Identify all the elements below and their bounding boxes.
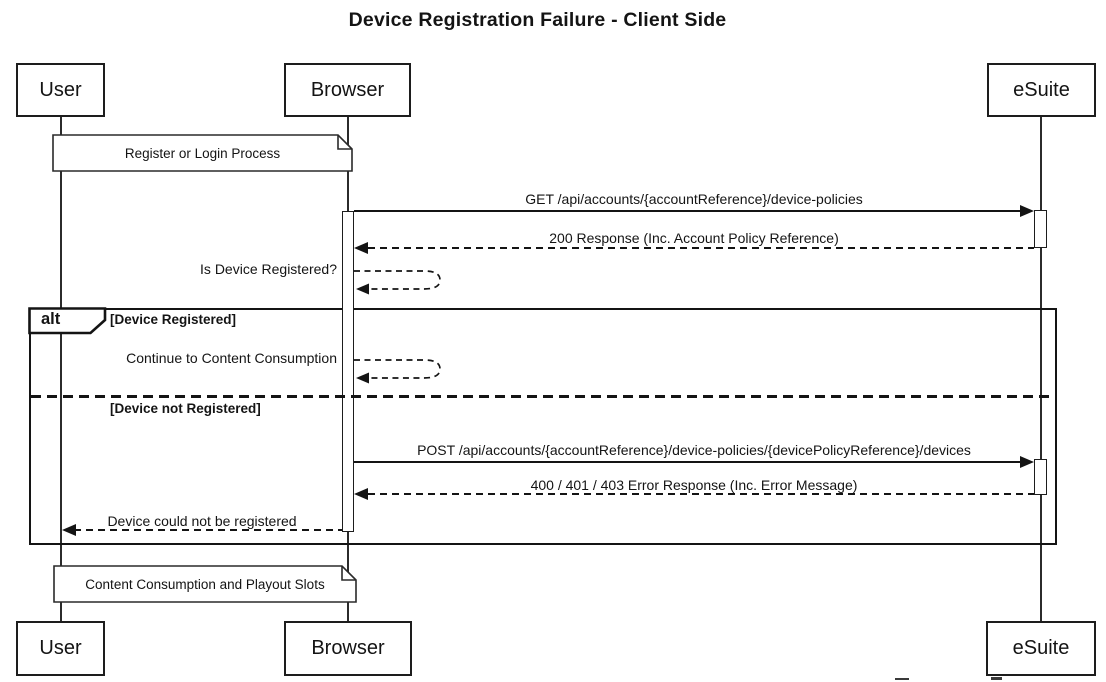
arrowhead-left-icon bbox=[62, 524, 76, 536]
message-200-response: 200 Response (Inc. Account Policy Refere… bbox=[549, 230, 839, 246]
activation-browser bbox=[342, 211, 354, 532]
actor-user-label: User bbox=[39, 78, 82, 101]
arrowhead-left-icon bbox=[354, 242, 368, 254]
actor-user-label: User bbox=[39, 637, 82, 659]
note-register-login: Register or Login Process bbox=[52, 134, 353, 172]
message-line bbox=[74, 529, 342, 531]
message-device-not-registered: Device could not be registered bbox=[107, 513, 297, 529]
lifeline-esuite bbox=[1040, 117, 1042, 621]
actor-user-bottom: User bbox=[16, 621, 105, 676]
actor-browser-bottom: Browser bbox=[284, 621, 412, 676]
alt-fragment-tab-icon bbox=[28, 307, 107, 335]
actor-esuite-label: eSuite bbox=[1013, 78, 1070, 101]
self-message-loop-icon bbox=[354, 270, 441, 295]
arrowhead-right-icon bbox=[1020, 456, 1034, 468]
activation-esuite-2 bbox=[1034, 459, 1047, 495]
actor-esuite-top: eSuite bbox=[987, 63, 1096, 117]
message-line bbox=[368, 247, 1034, 249]
lifeline-user bbox=[60, 117, 62, 621]
self-message-loop-icon bbox=[354, 359, 441, 384]
message-error-response: 400 / 401 / 403 Error Response (Inc. Err… bbox=[530, 477, 858, 493]
actor-esuite-label: eSuite bbox=[1012, 637, 1070, 659]
arrowhead-right-icon bbox=[1020, 205, 1034, 217]
guard-device-registered: [Device Registered] bbox=[110, 312, 237, 327]
message-line bbox=[368, 493, 1034, 495]
clipped-artifact bbox=[895, 678, 909, 680]
message-line bbox=[354, 461, 1022, 463]
message-line bbox=[354, 210, 1022, 212]
clipped-artifact bbox=[991, 677, 1002, 680]
diagram-title: Device Registration Failure - Client Sid… bbox=[348, 9, 727, 31]
actor-user-top: User bbox=[16, 63, 105, 117]
note-text: Register or Login Process bbox=[124, 145, 281, 161]
message-is-device-registered: Is Device Registered? bbox=[200, 261, 337, 277]
note-outline-icon bbox=[52, 134, 353, 172]
guard-device-not-registered: [Device not Registered] bbox=[110, 401, 261, 416]
alt-operator-label: alt bbox=[41, 310, 61, 328]
message-get-device-policies: GET /api/accounts/{accountReference}/dev… bbox=[525, 191, 863, 207]
alt-fragment-frame bbox=[29, 308, 1057, 545]
message-continue-consumption: Continue to Content Consumption bbox=[126, 350, 337, 366]
arrowhead-left-icon bbox=[354, 488, 368, 500]
note-content-consumption: Content Consumption and Playout Slots bbox=[53, 565, 357, 603]
message-post-devices: POST /api/accounts/{accountReference}/de… bbox=[417, 442, 971, 458]
actor-esuite-bottom: eSuite bbox=[986, 621, 1096, 676]
note-outline-icon bbox=[53, 565, 357, 603]
activation-esuite-1 bbox=[1034, 210, 1047, 248]
note-text: Content Consumption and Playout Slots bbox=[85, 576, 325, 592]
alt-divider bbox=[31, 395, 1055, 398]
actor-browser-top: Browser bbox=[284, 63, 411, 117]
actor-browser-label: Browser bbox=[310, 78, 385, 101]
actor-browser-label: Browser bbox=[311, 637, 385, 659]
